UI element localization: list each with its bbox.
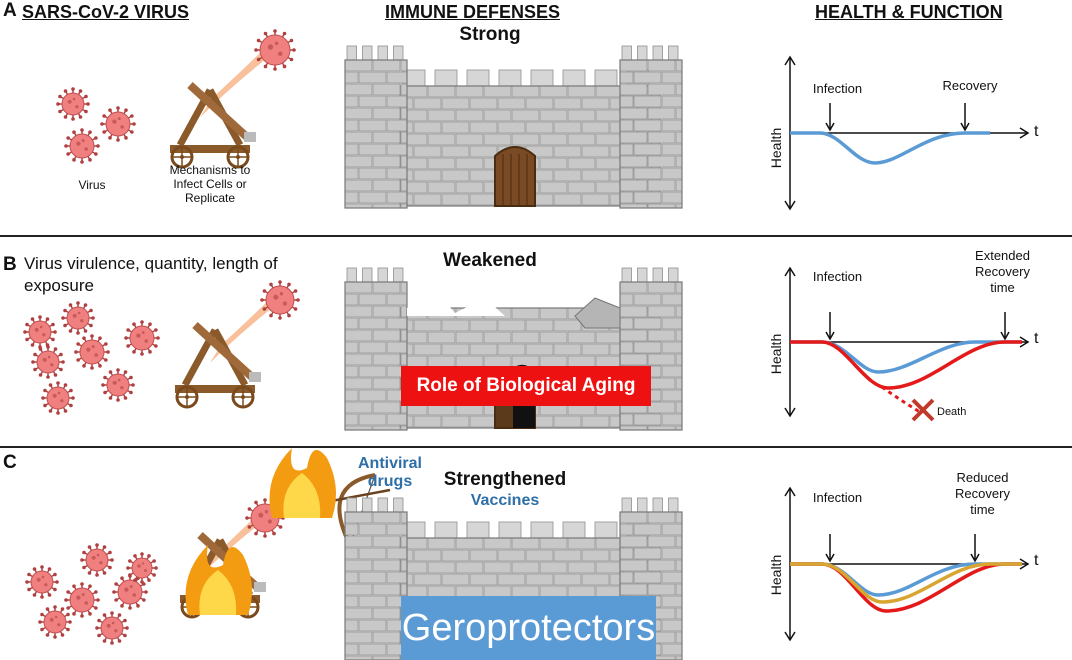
castle-state-strong: Strong	[459, 24, 521, 45]
virus-icon	[100, 106, 136, 142]
event-arrow	[960, 122, 970, 132]
virus-icon	[101, 368, 135, 402]
health-axis-arrow	[784, 631, 796, 642]
virus-icon	[80, 543, 114, 577]
health-column-header: HEALTH & FUNCTION	[815, 2, 1003, 22]
fire-icon	[269, 448, 336, 518]
virus-icon	[254, 29, 296, 71]
vaccines-label: Vaccines	[470, 492, 540, 509]
event-arrow	[970, 553, 980, 563]
castle-state-weakened: Weakened	[443, 250, 537, 271]
event-arrow	[1000, 331, 1010, 341]
virus-group-b	[23, 280, 300, 415]
virus-icon	[124, 320, 160, 356]
virus-icon	[260, 280, 300, 320]
plot-a-time-axis-label: t	[1034, 123, 1039, 140]
castle-icon	[344, 267, 683, 431]
virus-icon	[56, 87, 90, 121]
catapult-icon	[170, 82, 256, 169]
health-plot-a	[784, 55, 1030, 211]
plot-b-infection-label: Infection	[812, 269, 863, 284]
plot-b-death-label: Death	[937, 406, 967, 418]
plot-c-recovery-label: Reduced Recovery time	[955, 470, 1010, 517]
virus-icon	[61, 301, 95, 335]
health-plot-b	[784, 266, 1030, 422]
crossbow-icon	[269, 448, 391, 546]
health-axis-arrow	[784, 55, 796, 66]
virus-label: Virus	[78, 178, 106, 192]
health-curve	[790, 562, 1022, 604]
castle-damage	[574, 297, 621, 329]
catapult-icon	[170, 82, 256, 169]
plot-c-health-axis-label: Health	[768, 554, 784, 596]
event-arrow	[825, 122, 835, 132]
castle-state-strengthened: Strengthened	[443, 469, 567, 490]
plot-a-infection-label: Infection	[812, 81, 863, 96]
time-axis-arrow	[1019, 127, 1030, 139]
virus-icon	[95, 611, 129, 645]
virus-icon	[126, 552, 158, 584]
health-axis-arrow	[784, 200, 796, 211]
motion-trail	[195, 509, 263, 581]
time-axis-arrow	[1019, 558, 1030, 570]
death-x-icon	[911, 398, 935, 422]
plot-a-recovery-label: Recovery	[942, 78, 998, 93]
plot-c-infection-label: Infection	[812, 490, 863, 505]
castle-gate	[494, 146, 536, 207]
event-arrow	[825, 553, 835, 563]
virus-icon	[41, 381, 75, 415]
virus-icon	[64, 582, 100, 618]
panel-letter-c: C	[3, 452, 17, 473]
health-curve	[790, 340, 1022, 390]
virus-icon	[112, 574, 148, 610]
virus-group-a	[56, 29, 296, 164]
health-curve	[881, 385, 921, 414]
virus-group-c	[25, 498, 285, 645]
panel-divider-bc	[0, 446, 1072, 448]
castle-icon	[344, 45, 683, 209]
virus-note: Virus virulence, quantity, length of exp…	[24, 254, 278, 295]
virus-column-header: SARS-CoV-2 VIRUS	[22, 2, 190, 22]
event-arrow	[825, 331, 835, 341]
health-plot-c	[784, 486, 1030, 642]
panel-letter-b: B	[3, 254, 17, 275]
immune-column-header: IMMUNE DEFENSES	[385, 2, 561, 22]
catapult-icon	[180, 532, 266, 619]
panel-divider-ab	[0, 235, 1072, 237]
virus-icon	[74, 334, 110, 370]
time-axis-arrow	[1019, 336, 1030, 348]
virus-icon	[38, 605, 72, 639]
virus-icon	[31, 345, 65, 379]
plot-c-time-axis-label: t	[1034, 552, 1039, 569]
health-curve	[790, 131, 990, 165]
mechanism-label: Mechanisms to Infect Cells or Replicate	[169, 163, 251, 205]
castle-damage	[407, 290, 505, 316]
biological-aging-banner: Role of Biological Aging	[401, 366, 651, 406]
virus-icon	[25, 565, 59, 599]
plot-b-recovery-label: Extended Recovery time	[975, 248, 1030, 295]
health-axis-arrow	[784, 486, 796, 497]
catapult-icon	[175, 322, 261, 409]
virus-icon	[64, 128, 100, 164]
virus-icon	[23, 315, 57, 349]
plot-a-health-axis-label: Health	[768, 127, 784, 169]
geroprotectors-banner: Geroprotectors	[401, 596, 656, 660]
health-axis-arrow	[784, 407, 796, 418]
panel-letter-a: A	[3, 0, 17, 21]
plot-b-health-axis-label: Health	[768, 333, 784, 375]
castle-icon	[344, 45, 683, 209]
castle-icon	[344, 497, 683, 660]
fire-icon	[185, 545, 252, 615]
antiviral-drugs-label: Antiviral drugs	[357, 455, 422, 490]
plot-b-time-axis-label: t	[1034, 330, 1039, 347]
health-axis-arrow	[784, 266, 796, 277]
catapult-icon	[175, 322, 261, 409]
